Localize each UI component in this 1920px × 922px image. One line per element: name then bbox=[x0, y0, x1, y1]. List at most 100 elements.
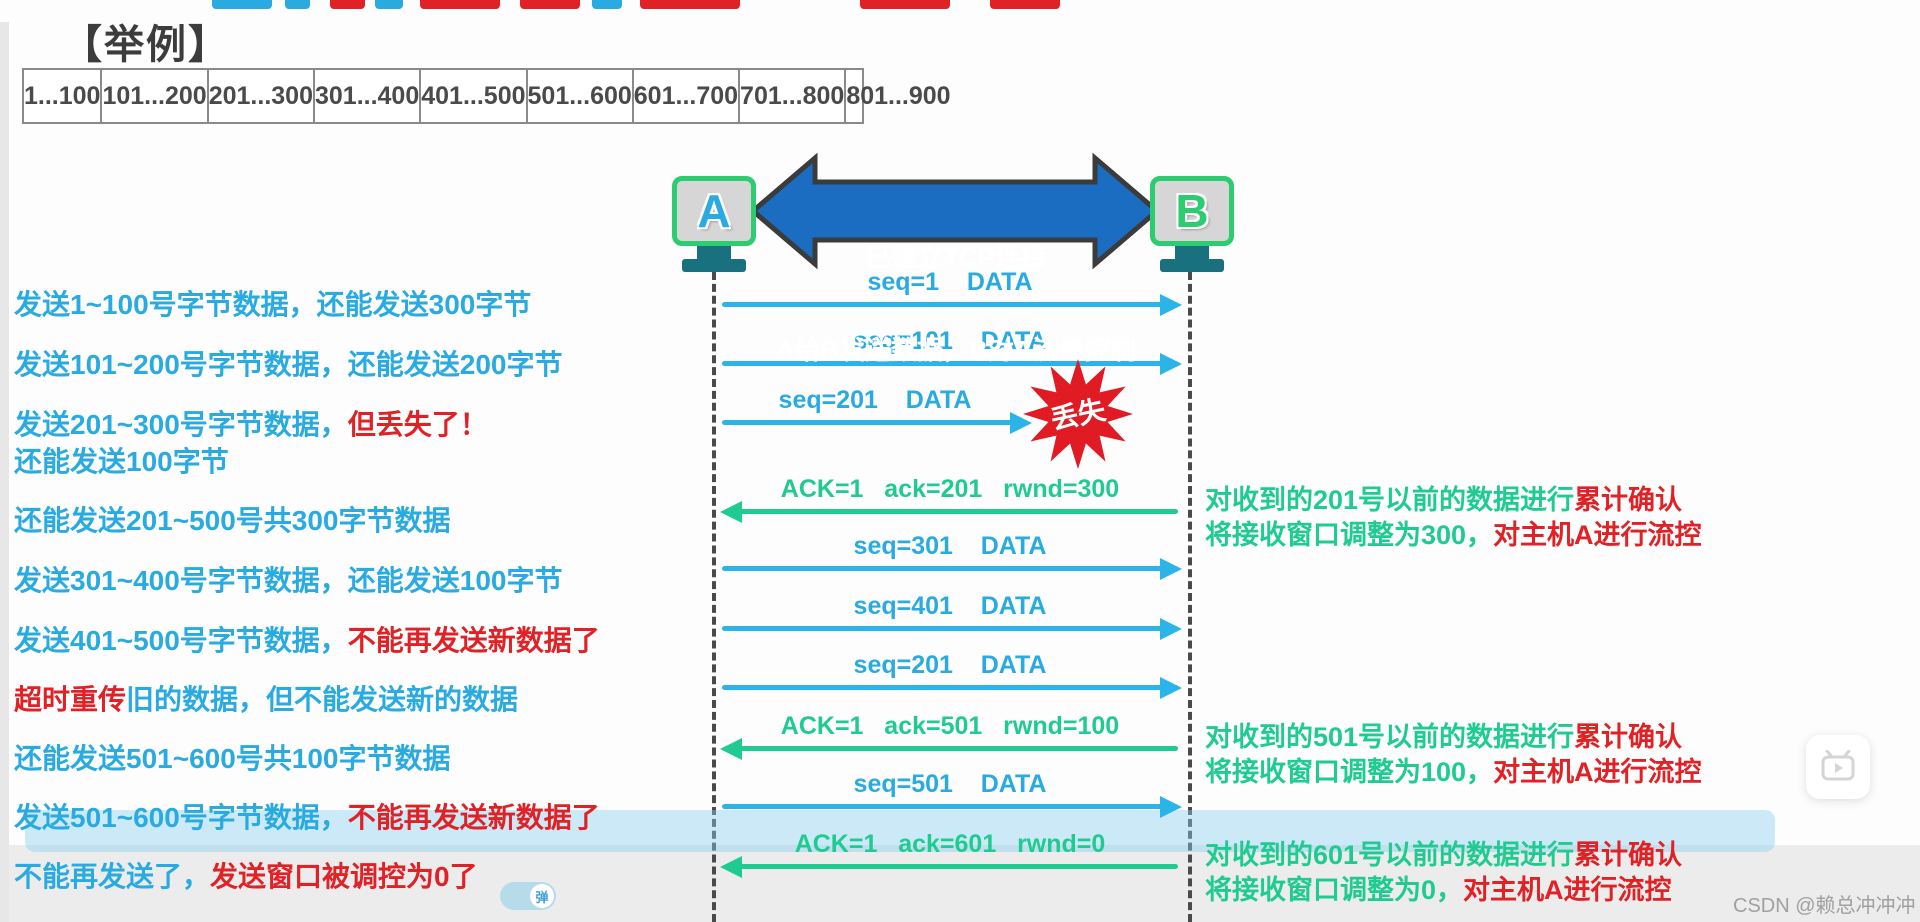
note-part: 不能再发送新数据了 bbox=[347, 802, 600, 833]
sender-note: 发送301~400号字节数据，还能发送100字节 bbox=[14, 559, 563, 599]
banner-line2: A给B发送数据，B对A流量控制 bbox=[775, 335, 1137, 365]
sender-note: 不能再发送了，发送窗口被调控为0了 bbox=[14, 855, 478, 895]
tcp-banner: 已建立TCP连接 A给B发送数据，B对A流量控制 bbox=[764, 180, 1148, 397]
note-part: 累计确认 bbox=[1574, 485, 1683, 515]
message-label: seq=501 DATA bbox=[853, 770, 1047, 798]
highlight-wash bbox=[25, 810, 1775, 852]
mini-player-button[interactable] bbox=[1806, 735, 1870, 799]
note-part: 对主机A进行流控 bbox=[1493, 520, 1702, 550]
sender-note: 发送101~200号字节数据，还能发送200字节 bbox=[14, 343, 563, 383]
banner-line1: 已建立TCP连接 bbox=[864, 242, 1047, 272]
note-part: 还能发送501~600号共100字节数据 bbox=[14, 743, 451, 774]
top-cropped-text-fragment bbox=[375, 0, 403, 9]
data-arrow bbox=[722, 685, 1178, 690]
message-label: ACK=1 ack=201 rwnd=300 bbox=[780, 475, 1120, 503]
sender-note: 还能发送501~600号共100字节数据 bbox=[14, 737, 451, 777]
message-label: seq=201 DATA bbox=[778, 386, 972, 414]
sender-note: 超时重传旧的数据，但不能发送新的数据 bbox=[14, 678, 518, 718]
message-seq501: seq=501 DATA bbox=[722, 770, 1178, 814]
receiver-note: 对收到的201号以前的数据进行累计确认 bbox=[1205, 478, 1682, 517]
sender-note: 还能发送100字节 bbox=[14, 440, 229, 480]
data-arrow bbox=[722, 302, 1178, 307]
byte-range-cell: 701...800 bbox=[740, 70, 847, 122]
note-part: 发送窗口被调控为0了 bbox=[210, 861, 478, 892]
ack-arrow bbox=[724, 746, 1178, 751]
top-cropped-text-fragment bbox=[990, 0, 1060, 9]
note-part: 还能发送100字节 bbox=[14, 446, 229, 477]
message-label: seq=401 DATA bbox=[853, 592, 1047, 620]
example-title: 【举例】 bbox=[62, 23, 230, 67]
top-cropped-text-fragment bbox=[420, 0, 500, 9]
left-edge-strip bbox=[0, 22, 9, 922]
top-cropped-text-fragment bbox=[330, 0, 365, 9]
note-part: 将接收窗口调整为0， bbox=[1205, 875, 1464, 905]
byte-range-cell: 401...500 bbox=[421, 70, 528, 122]
host-b-stand-base bbox=[1160, 259, 1224, 272]
byte-range-cell: 801...900 bbox=[846, 81, 951, 110]
byte-range-cell: 1...100 bbox=[24, 70, 103, 122]
message-label: ACK=1 ack=501 rwnd=100 bbox=[780, 712, 1120, 740]
top-cropped-text-fragment bbox=[520, 0, 580, 9]
host-a-stand-base bbox=[682, 259, 746, 272]
lost-burst: 丢失 bbox=[1023, 359, 1133, 469]
danmaku-toggle[interactable]: 弹 bbox=[500, 882, 556, 910]
message-label: seq=1 DATA bbox=[867, 268, 1033, 296]
receiver-note: 对收到的501号以前的数据进行累计确认 bbox=[1205, 715, 1682, 754]
message-seq201-lost: seq=201 DATA bbox=[722, 386, 1178, 430]
note-part: 将接收窗口调整为100， bbox=[1205, 757, 1494, 787]
lifeline-a bbox=[712, 272, 716, 922]
ack-arrow bbox=[724, 509, 1178, 514]
message-label: seq=201 DATA bbox=[853, 651, 1047, 679]
message-seq401: seq=401 DATA bbox=[722, 592, 1178, 636]
note-part: 发送401~500号字节数据， bbox=[14, 625, 348, 656]
note-part: 发送501~600号字节数据， bbox=[14, 802, 348, 833]
receiver-note: 将接收窗口调整为100，对主机A进行流控 bbox=[1205, 750, 1702, 789]
receiver-note: 将接收窗口调整为300，对主机A进行流控 bbox=[1205, 513, 1702, 552]
receiver-note: 对收到的601号以前的数据进行累计确认 bbox=[1205, 833, 1682, 872]
byte-range-cell: 301...400 bbox=[315, 70, 422, 122]
message-ack601: ACK=1 ack=601 rwnd=0 bbox=[722, 830, 1178, 874]
lifeline-b bbox=[1188, 272, 1192, 922]
message-label: seq=101 DATA bbox=[853, 327, 1047, 355]
top-cropped-text-fragment bbox=[285, 0, 310, 9]
danmaku-toggle-label: 弹 bbox=[530, 884, 554, 908]
message-seq201-retrans: seq=201 DATA bbox=[722, 651, 1178, 695]
ack-arrow bbox=[724, 864, 1178, 869]
note-part: 旧的数据，但不能发送新的数据 bbox=[126, 684, 519, 715]
note-part: 不能再发送新数据了 bbox=[347, 625, 600, 656]
top-cropped-text-fragment bbox=[212, 0, 272, 9]
data-arrow bbox=[722, 804, 1178, 809]
note-part: 发送101~200号字节数据，还能发送200字节 bbox=[14, 349, 563, 380]
note-part: 发送1~100号字节数据，还能发送300字节 bbox=[14, 289, 532, 320]
note-part: 将接收窗口调整为300， bbox=[1205, 520, 1494, 550]
note-part: 但丢失了！ bbox=[347, 409, 488, 440]
note-part: 发送301~400号字节数据，还能发送100字节 bbox=[14, 565, 563, 596]
host-a-monitor: A bbox=[672, 176, 756, 246]
host-b-monitor: B bbox=[1150, 176, 1234, 246]
byte-range-table: 1...100 101...200 201...300 301...400 40… bbox=[22, 68, 951, 124]
sender-note: 发送201~300号字节数据，但丢失了！ bbox=[14, 403, 488, 443]
sender-note: 发送1~100号字节数据，还能发送300字节 bbox=[14, 283, 531, 323]
note-part: 累计确认 bbox=[1574, 840, 1683, 870]
message-seq301: seq=301 DATA bbox=[722, 532, 1178, 576]
note-part: 不能再发送了， bbox=[14, 861, 211, 892]
top-cropped-text-fragment bbox=[860, 0, 950, 9]
top-cropped-text-fragment bbox=[592, 0, 622, 9]
data-arrow bbox=[722, 626, 1178, 631]
note-part: 发送201~300号字节数据， bbox=[14, 409, 348, 440]
byte-range-cell: 201...300 bbox=[209, 70, 315, 122]
note-part: 对收到的501号以前的数据进行 bbox=[1205, 722, 1575, 752]
sender-note: 发送401~500号字节数据，不能再发送新数据了 bbox=[14, 619, 600, 659]
note-part: 对主机A进行流控 bbox=[1493, 757, 1702, 787]
data-arrow bbox=[722, 361, 1178, 366]
data-arrow bbox=[722, 420, 1028, 425]
note-part: 超时重传 bbox=[14, 684, 127, 715]
receiver-note: 将接收窗口调整为0，对主机A进行流控 bbox=[1205, 868, 1672, 907]
byte-range-cell: 601...700 bbox=[634, 70, 741, 122]
host-b-stand bbox=[1175, 246, 1209, 259]
byte-range-cell: 501...600 bbox=[528, 70, 634, 122]
host-a-stand bbox=[697, 246, 731, 259]
byte-range-cell: 101...200 bbox=[102, 70, 209, 122]
message-seq1: seq=1 DATA bbox=[722, 268, 1178, 312]
